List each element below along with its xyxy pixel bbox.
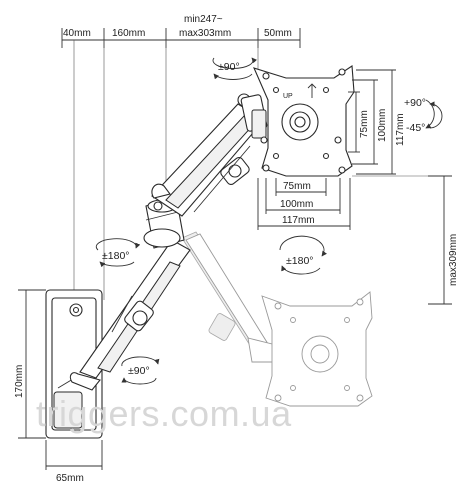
rotation-base [121, 356, 160, 385]
rotation-tilt-up: +90° [404, 97, 426, 109]
plate-width-dimension [45, 440, 103, 470]
dim-arm-segment: 160mm [112, 28, 145, 39]
vesa-up-mark: UP [283, 93, 293, 100]
lower-arm [69, 239, 191, 391]
dim-reach-max: max303mm [179, 28, 231, 39]
dim-vesa-offset: 50mm [264, 28, 292, 39]
rotation-elbow-label: ±180° [102, 250, 129, 262]
ghost-vesa-plate [261, 291, 373, 407]
wall-plate [45, 289, 103, 439]
dim-vesa-100-w: 100mm [280, 199, 313, 210]
rotation-tilt [425, 99, 443, 129]
vesa-plate [253, 65, 355, 177]
rotation-screen [279, 235, 327, 275]
dim-vesa-100-h: 100mm [377, 109, 388, 142]
top-dimension-line [61, 28, 301, 300]
rotation-swivel-label: ±90° [218, 61, 240, 73]
rotation-base-label: ±90° [128, 365, 150, 377]
rotation-screen-label: ±180° [286, 255, 313, 267]
vesa-vertical-dimensions [348, 69, 396, 175]
max-height-dimension [352, 175, 452, 305]
dim-plate-height: 170mm [14, 365, 25, 398]
vesa-horizontal-dimensions [257, 178, 351, 230]
dim-vesa-117-h: 117mm [395, 113, 406, 146]
rotation-elbow [95, 238, 141, 268]
dim-max-height: max309mm [448, 234, 459, 286]
tilt-head [240, 94, 268, 139]
rotation-swivel-top [212, 57, 258, 80]
watermark: triggers.com.ua [36, 393, 292, 434]
rotation-tilt-down: -45° [406, 122, 425, 134]
dim-wall-offset: 40mm [63, 28, 91, 39]
dim-vesa-75-h: 75mm [359, 110, 370, 138]
dim-vesa-75-w: 75mm [283, 181, 311, 192]
ghost-arm [181, 231, 275, 363]
plate-height-dimension [18, 289, 46, 439]
dim-reach-min: min247~ [184, 14, 223, 25]
dim-plate-width: 65mm [56, 473, 84, 484]
upper-arm [151, 93, 265, 217]
dim-vesa-117-w: 117mm [282, 215, 315, 226]
